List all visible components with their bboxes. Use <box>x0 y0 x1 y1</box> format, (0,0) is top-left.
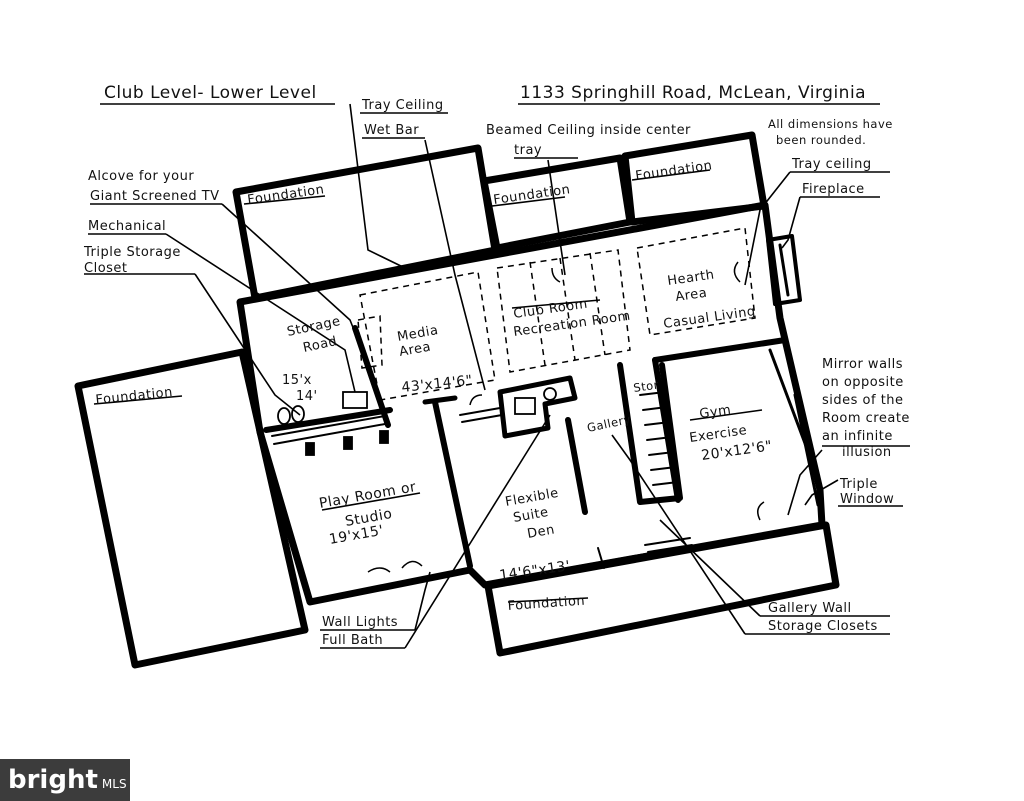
wet-bar-label: Wet Bar <box>364 123 419 138</box>
flex-suite-label-line1: Flexible <box>504 486 560 510</box>
media-dimension: 43'x14'6" <box>401 373 474 396</box>
fireplace-label: Fireplace <box>802 182 865 197</box>
flex-suite-label-line3: Den <box>526 522 556 542</box>
mirror-label-line3: sides of the <box>822 393 904 408</box>
dimension-note-line1: All dimensions have <box>768 117 893 131</box>
gym-top-wall <box>652 337 788 363</box>
hearth-label-line2: Area <box>674 286 708 305</box>
full-bath-label: Full Bath <box>322 633 383 648</box>
walls <box>74 131 840 669</box>
foundation-bottom-wall <box>484 521 840 657</box>
flex-suite-label-line2: Suite <box>512 505 550 526</box>
foundation-left-wall <box>74 348 309 669</box>
callout-labels: Tray Ceiling Wet Bar Beamed Ceiling insi… <box>83 98 910 648</box>
bath-wall <box>497 375 578 439</box>
triple-window-label-line1: Triple <box>839 477 878 492</box>
mirror-label-line2: on opposite <box>822 375 904 390</box>
fireplace-block <box>766 234 802 306</box>
play-room-dimension: 19'x15' <box>328 523 385 548</box>
playroom-bath-wall <box>422 395 458 405</box>
room-labels: Foundation Foundation Foundation Foundat… <box>95 158 773 614</box>
gym-label-line1: Gym <box>698 403 732 422</box>
storage-room-label-line2: Road <box>302 334 339 356</box>
foundation-top-left-wall <box>232 144 499 302</box>
media-area-label-line1: Media <box>396 323 440 345</box>
storage-dim-line2: 14' <box>296 389 318 404</box>
hearth-label-line1: Hearth <box>666 268 715 289</box>
stor-label: Stor <box>632 378 659 395</box>
play-room-right-wall <box>432 399 473 569</box>
wall-lights-label: Wall Lights <box>322 615 398 630</box>
hearth-tray <box>636 227 756 336</box>
storage-lower-wall <box>263 407 393 433</box>
alcove-label-line2: Giant Screened TV <box>90 189 220 204</box>
triple-window-inner <box>799 394 824 506</box>
fireplace-hearth <box>778 243 790 297</box>
triple-window <box>793 393 820 507</box>
stairs <box>639 391 679 486</box>
mirror-label-line5: an infinite <box>822 429 893 444</box>
media-tray <box>359 271 496 401</box>
storage-dim-line1: 15'x <box>282 373 312 388</box>
alcove-label-line1: Alcove for your <box>88 169 194 184</box>
mirror-label-line4: Room create <box>822 411 910 426</box>
foundation-top-right-label: Foundation <box>634 158 713 184</box>
fixtures <box>277 387 557 456</box>
header-labels: Club Level- Lower Level 1133 Springhill … <box>104 83 893 147</box>
gym-left-wall <box>652 357 681 503</box>
bright-mls-logo: bright MLS <box>0 759 130 801</box>
tray-ceiling-right-label: Tray ceiling <box>791 157 872 172</box>
triple-storage-label-line1: Triple Storage <box>83 245 181 260</box>
club-tray <box>496 249 631 373</box>
storage-tray <box>357 315 383 369</box>
triple-window-label-line2: Window <box>840 492 894 507</box>
foundation-top-mid-label: Foundation <box>492 182 571 208</box>
gallery-wall-label: Gallery Wall <box>768 601 852 616</box>
storage-closet-doors <box>271 407 693 569</box>
gallery-wall <box>565 417 588 515</box>
dimension-note-line2: been rounded. <box>776 133 866 147</box>
tray-ceiling-left-label: Tray Ceiling <box>361 98 444 113</box>
storage-closets-label: Storage Closets <box>768 619 878 634</box>
beamed-ceiling-label-line2: tray <box>514 143 542 158</box>
plan-title: Club Level- Lower Level <box>104 83 317 103</box>
media-area-label-line2: Area <box>398 340 432 360</box>
hearth-label-line3: Casual Living <box>662 304 756 332</box>
beamed-ceiling-label-line1: Beamed Ceiling inside center <box>486 123 691 138</box>
mirror-label-line1: Mirror walls <box>822 357 903 372</box>
mirror-label-line6: illusion <box>842 445 892 460</box>
tray-ceilings <box>357 227 756 401</box>
foundation-left-label: Foundation <box>95 385 174 408</box>
mechanical-label: Mechanical <box>88 219 166 234</box>
triple-storage-label-line2: Closet <box>84 261 128 276</box>
door-swings <box>367 261 765 573</box>
bottom-interior-wall <box>482 545 693 588</box>
foundation-bottom-label: Foundation <box>507 594 585 614</box>
play-room-label-line1: Play Room or <box>318 479 418 512</box>
leader-lines <box>84 103 910 649</box>
address: 1133 Springhill Road, McLean, Virginia <box>520 83 866 103</box>
gallery-label: Gallery <box>586 412 632 435</box>
logo-sub-text: MLS <box>101 777 127 791</box>
stair-wall <box>617 362 683 505</box>
logo-main-text: bright <box>8 765 98 795</box>
